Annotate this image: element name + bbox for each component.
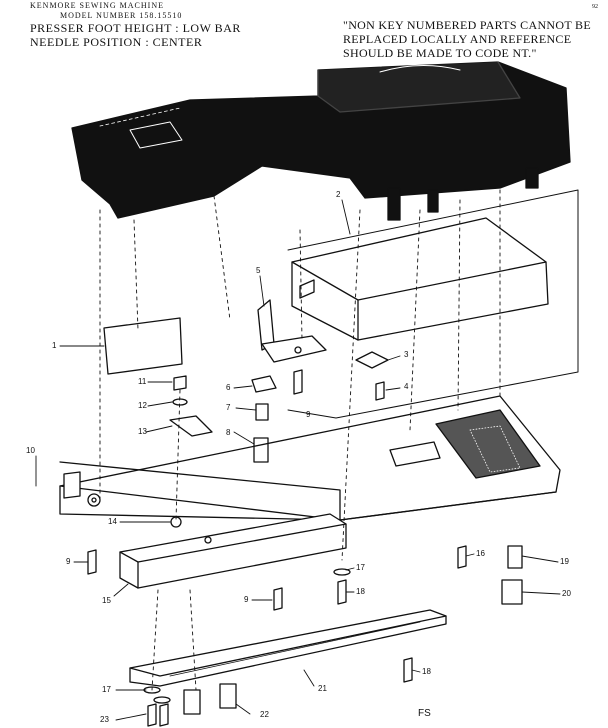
bracket xyxy=(257,299,327,363)
callout-15: 15 xyxy=(102,596,111,605)
alignment-lines xyxy=(99,189,501,691)
top-cover xyxy=(71,61,571,221)
front-rail xyxy=(119,513,347,589)
callout-14: 14 xyxy=(108,517,117,526)
callout-22: 22 xyxy=(260,710,269,719)
callout-18-upper: 18 xyxy=(356,587,365,596)
header-line-3: PRESSER FOOT HEIGHT : LOW BAR xyxy=(30,21,241,35)
callout-21: 21 xyxy=(318,684,327,693)
callout-17-right: 17 xyxy=(356,563,365,572)
callout-7: 7 xyxy=(226,403,231,412)
small-parts xyxy=(87,351,523,727)
arm-cover xyxy=(291,217,549,341)
header-line-1: KENMORE SEWING MACHINE xyxy=(30,1,164,10)
callout-10: 10 xyxy=(26,446,35,455)
callout-16: 16 xyxy=(476,549,485,558)
callout-1: 1 xyxy=(52,341,57,350)
callout-19: 19 xyxy=(560,557,569,566)
leader-lines xyxy=(35,199,561,721)
header-line-4: NEEDLE POSITION : CENTER xyxy=(30,35,203,49)
callout-12: 12 xyxy=(138,401,147,410)
callout-3: 3 xyxy=(404,350,409,359)
callout-18-lower: 18 xyxy=(422,667,431,676)
callout-17-left: 17 xyxy=(102,685,111,694)
front-plate xyxy=(103,317,183,375)
corner-mark: 92 xyxy=(592,4,598,10)
callout-6: 6 xyxy=(226,383,231,392)
callout-13: 13 xyxy=(138,427,147,436)
callout-9-upper: 9 xyxy=(306,410,311,419)
callout-9-left: 9 xyxy=(66,557,71,566)
callout-11: 11 xyxy=(138,377,147,386)
callout-20: 20 xyxy=(562,589,571,598)
callout-8: 8 xyxy=(226,428,231,437)
callout-9-lower: 9 xyxy=(244,595,249,604)
diagram-code: FS xyxy=(418,708,431,719)
bottom-rail xyxy=(129,609,447,687)
callout-23: 23 xyxy=(100,715,109,724)
diagram-header: KENMORE SEWING MACHINE MODEL NUMBER 158.… xyxy=(30,1,241,49)
callout-4: 4 xyxy=(404,382,409,391)
callout-5: 5 xyxy=(256,266,261,275)
replacement-note: "NON KEY NUMBERED PARTS CANNOT BE REPLAC… xyxy=(343,18,591,60)
callout-2: 2 xyxy=(336,190,341,199)
header-line-2: MODEL NUMBER 158.15510 xyxy=(60,11,183,20)
frame-outline xyxy=(287,189,579,419)
